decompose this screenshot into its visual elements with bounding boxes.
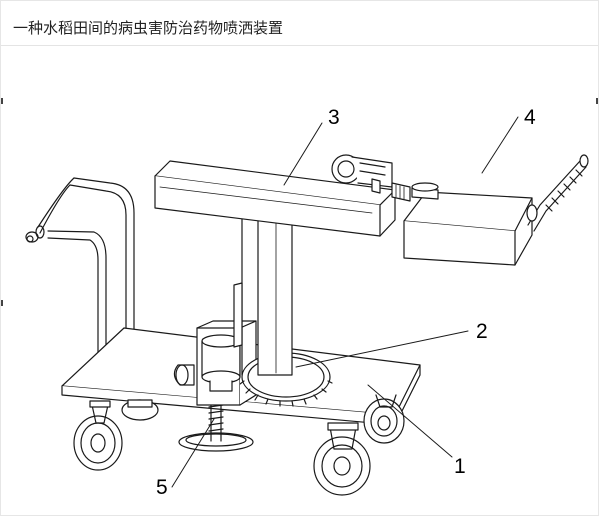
wheel-front-left	[73, 400, 123, 471]
leader-lines	[171, 116, 519, 488]
patent-drawing: 3 4 2 1 5	[25, 106, 589, 499]
push-handle	[25, 177, 135, 386]
edge-tick-right	[596, 98, 598, 104]
label-part-5: 5	[156, 476, 168, 499]
spray-tank	[403, 182, 533, 266]
part-number-labels: 3 4 2 1 5	[156, 106, 536, 499]
wheel-front-right	[313, 422, 371, 496]
label-part-3: 3	[328, 106, 340, 129]
top-beam	[154, 154, 411, 237]
edge-tick-left	[1, 98, 3, 104]
support-column	[233, 214, 293, 376]
label-part-1: 1	[454, 455, 466, 478]
wheel-rear-left	[121, 399, 159, 421]
edge-tick-left-2	[1, 300, 3, 306]
label-part-4: 4	[524, 106, 536, 129]
title-bar: 一种水稻田间的病虫害防治药物喷洒装置	[1, 1, 598, 46]
spray-nozzle	[526, 154, 589, 232]
page-title: 一种水稻田间的病虫害防治药物喷洒装置	[13, 19, 284, 37]
label-part-2: 2	[476, 320, 488, 343]
wheel-rear-right	[363, 394, 405, 444]
